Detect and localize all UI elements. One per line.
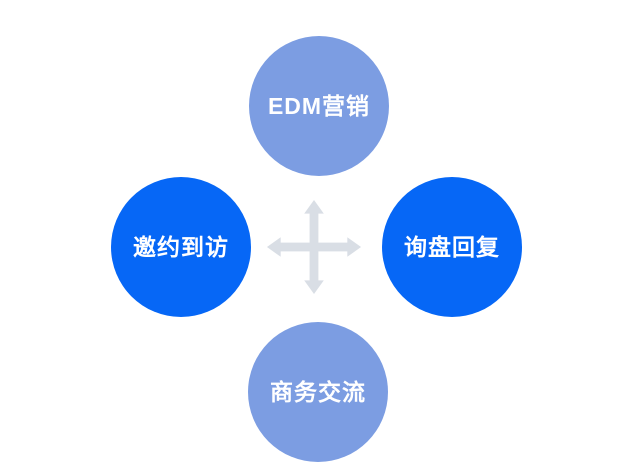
node-edm-marketing-label: EDM营销 xyxy=(267,92,371,119)
node-invite-visit: 邀约到访 xyxy=(111,177,251,317)
node-edm-marketing: EDM营销 xyxy=(249,36,389,176)
node-inquiry-reply: 询盘回复 xyxy=(382,177,522,317)
four-way-arrow-icon xyxy=(266,199,362,295)
node-business-exchange: 商务交流 xyxy=(248,322,388,462)
four-way-arrow-shape xyxy=(266,199,362,295)
node-inquiry-reply-label: 询盘回复 xyxy=(404,233,500,260)
node-business-exchange-label: 商务交流 xyxy=(270,378,366,405)
node-invite-visit-label: 邀约到访 xyxy=(133,233,229,260)
